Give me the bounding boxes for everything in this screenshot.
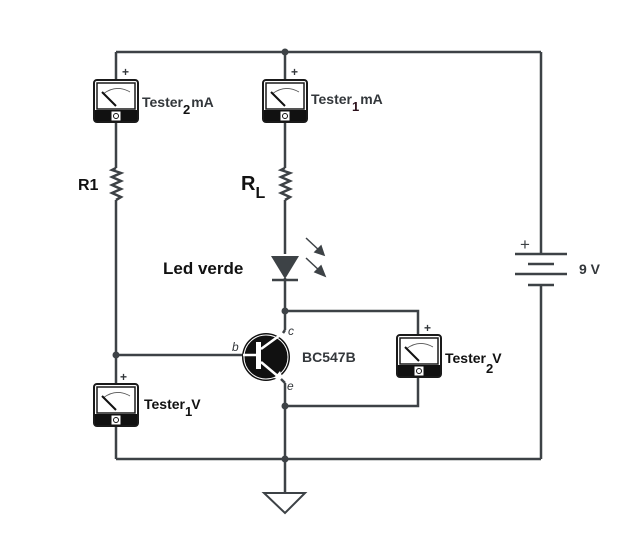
wire-testerv2-bottom <box>285 377 420 408</box>
pin-base-label: b <box>232 340 239 354</box>
polarity-plus: + <box>291 65 298 79</box>
pin-emitter-label: e <box>287 379 294 393</box>
junctions <box>112 48 289 463</box>
rl-label: RL <box>241 173 265 202</box>
wires <box>114 50 543 512</box>
junction-dot <box>281 48 289 56</box>
resistor-rl: RL <box>241 166 294 202</box>
tester-v-1-label: Tester1V <box>144 396 201 419</box>
junction-dot <box>112 351 120 359</box>
wire-testerv2-top <box>285 309 420 334</box>
resistor-icon <box>277 166 294 202</box>
ground <box>261 492 308 515</box>
tester-ma-2-label: Tester2mA <box>142 94 214 117</box>
pin-collector-label: c <box>288 324 294 338</box>
tester-v-2-label: Tester2V <box>445 350 502 376</box>
battery-label: 9 V <box>579 261 601 277</box>
junction-dot <box>281 307 289 315</box>
battery-9v: + 9 V <box>515 235 601 287</box>
ammeter-icon <box>262 79 308 123</box>
npn-transistor-icon <box>242 333 290 381</box>
junction-dot <box>281 402 289 410</box>
led-diode-icon <box>271 256 299 279</box>
tester-ma-2: + Tester2mA <box>93 65 214 123</box>
r1-label: R1 <box>78 177 99 194</box>
tester-ma-1: + Tester1mA <box>262 65 383 123</box>
polarity-plus: + <box>122 65 129 79</box>
resistor-icon <box>108 166 125 202</box>
led-label: Led verde <box>163 259 243 278</box>
transistor-bc547b: b c e BC547B <box>232 324 356 393</box>
tester-v-1: + Tester1V <box>93 370 201 427</box>
resistor-r1: R1 <box>78 166 125 202</box>
tester-v-2: + Tester2V <box>396 321 502 378</box>
led-verde: Led verde <box>163 237 327 282</box>
ammeter-icon <box>93 79 139 123</box>
voltmeter-icon <box>93 383 139 427</box>
junction-dot <box>281 455 289 463</box>
polarity-plus: + <box>120 370 127 384</box>
tester-ma-1-label: Tester1mA <box>311 91 383 114</box>
light-emission-arrows-icon <box>305 237 327 278</box>
polarity-plus: + <box>424 321 431 335</box>
ground-icon <box>261 492 308 515</box>
voltmeter-icon <box>396 334 442 378</box>
battery-polarity-plus: + <box>520 235 530 254</box>
transistor-label: BC547B <box>302 349 356 365</box>
